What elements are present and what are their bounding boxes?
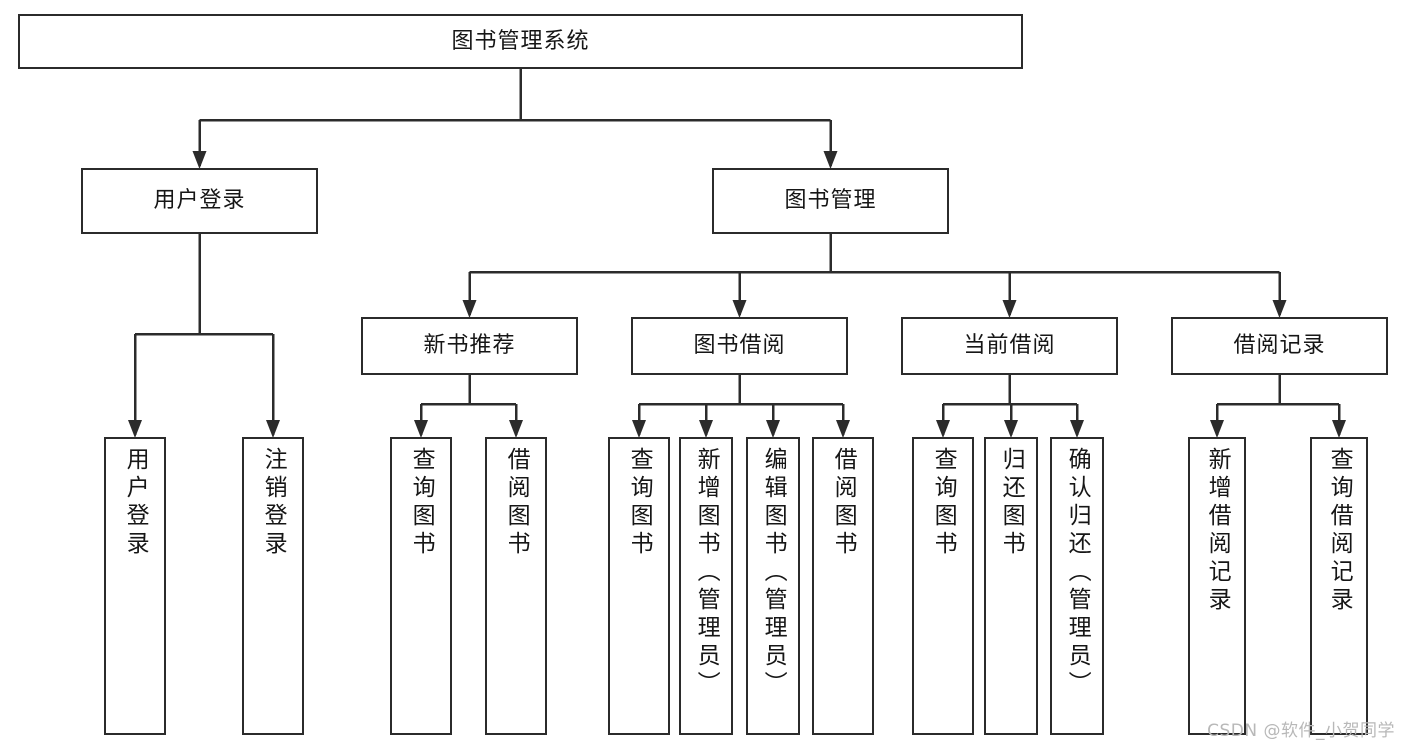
arrowhead-l3_1 — [732, 300, 747, 318]
arrowhead-leaf_4 — [632, 420, 646, 438]
arrowhead-leaf_3 — [509, 420, 523, 438]
node-l3_3[interactable]: 借阅记录 — [1171, 317, 1388, 375]
arrowhead-leaf_10 — [1070, 420, 1084, 438]
arrowhead-l2_1 — [823, 151, 838, 169]
arrowhead-leaf_0 — [128, 420, 142, 438]
node-label-l3_0: 新书推荐 — [423, 333, 516, 359]
node-l2_1[interactable]: 图书管理 — [712, 168, 949, 234]
node-label-l2_1: 图书管理 — [784, 188, 877, 214]
node-leaf_6[interactable]: 编辑图书（管理员） — [746, 437, 800, 735]
node-leaf_1[interactable]: 注销登录 — [242, 437, 304, 735]
arrowhead-leaf_9 — [1004, 420, 1018, 438]
arrowhead-leaf_1 — [266, 420, 280, 438]
node-l2_0[interactable]: 用户登录 — [81, 168, 318, 234]
node-label-leaf_10: 确认归还（管理员） — [1064, 447, 1091, 699]
node-leaf_3[interactable]: 借阅图书 — [485, 437, 547, 735]
node-label-leaf_2: 查询图书 — [408, 447, 435, 559]
node-label-l3_3: 借阅记录 — [1233, 333, 1326, 359]
node-leaf_10[interactable]: 确认归还（管理员） — [1050, 437, 1104, 735]
node-l3_2[interactable]: 当前借阅 — [901, 317, 1118, 375]
arrowhead-l2_0 — [192, 151, 207, 169]
node-leaf_8[interactable]: 查询图书 — [912, 437, 974, 735]
arrowhead-leaf_7 — [836, 420, 850, 438]
node-label-leaf_5: 新增图书（管理员） — [693, 447, 720, 699]
node-l3_0[interactable]: 新书推荐 — [361, 317, 578, 375]
node-label-leaf_0: 用户登录 — [122, 447, 149, 559]
arrowhead-l3_2 — [1002, 300, 1017, 318]
arrowhead-leaf_2 — [414, 420, 428, 438]
node-leaf_2[interactable]: 查询图书 — [390, 437, 452, 735]
watermark-label: CSDN @软件_小贺同学 — [1207, 721, 1395, 741]
node-label-l2_0: 用户登录 — [153, 188, 246, 214]
node-label-leaf_6: 编辑图书（管理员） — [760, 447, 787, 699]
arrowhead-leaf_11 — [1210, 420, 1224, 438]
arrowhead-leaf_8 — [936, 420, 950, 438]
arrowhead-leaf_6 — [766, 420, 780, 438]
node-leaf_11[interactable]: 新增借阅记录 — [1188, 437, 1246, 735]
arrowhead-leaf_5 — [699, 420, 713, 438]
arrowhead-l3_3 — [1272, 300, 1287, 318]
node-label-leaf_1: 注销登录 — [260, 447, 287, 559]
node-leaf_12[interactable]: 查询借阅记录 — [1310, 437, 1368, 735]
node-leaf_7[interactable]: 借阅图书 — [812, 437, 874, 735]
arrowhead-leaf_12 — [1332, 420, 1346, 438]
node-label-leaf_7: 借阅图书 — [830, 447, 857, 559]
node-leaf_4[interactable]: 查询图书 — [608, 437, 670, 735]
node-label-leaf_9: 归还图书 — [998, 447, 1025, 559]
arrowhead-l3_0 — [462, 300, 477, 318]
node-leaf_0[interactable]: 用户登录 — [104, 437, 166, 735]
node-leaf_9[interactable]: 归还图书 — [984, 437, 1038, 735]
node-label-leaf_8: 查询图书 — [930, 447, 957, 559]
node-label-l3_2: 当前借阅 — [963, 333, 1056, 359]
node-label-leaf_3: 借阅图书 — [503, 447, 530, 559]
node-label-leaf_4: 查询图书 — [626, 447, 653, 559]
node-leaf_5[interactable]: 新增图书（管理员） — [679, 437, 733, 735]
node-label-root: 图书管理系统 — [451, 28, 590, 54]
node-l3_1[interactable]: 图书借阅 — [631, 317, 848, 375]
node-label-l3_1: 图书借阅 — [693, 333, 786, 359]
node-root[interactable]: 图书管理系统 — [18, 14, 1023, 69]
node-label-leaf_11: 新增借阅记录 — [1204, 447, 1231, 615]
node-label-leaf_12: 查询借阅记录 — [1326, 447, 1353, 615]
